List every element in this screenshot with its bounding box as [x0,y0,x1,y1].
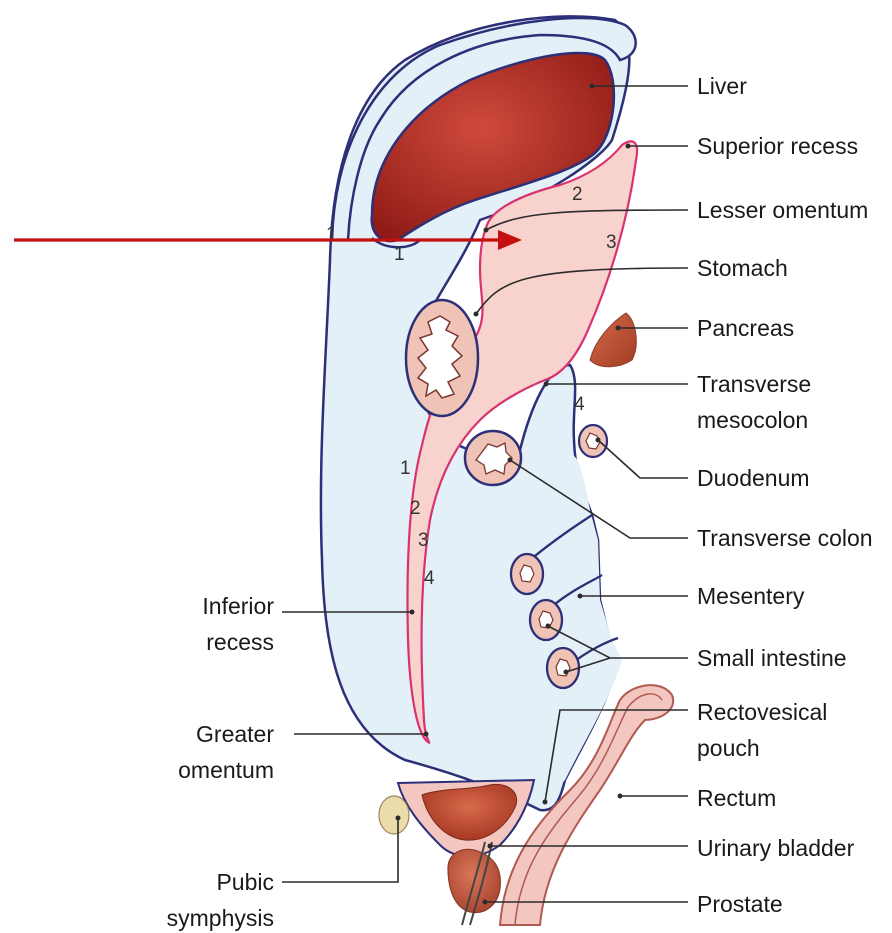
label-pubic-symphysis: Pubic [216,869,274,895]
layer-number: 1 [326,224,337,245]
label-liver: Liver [697,73,747,99]
label-duodenum: Duodenum [697,465,810,491]
label-transverse-mesocolon: Transverse [697,371,811,397]
layer-number: 2 [572,184,583,205]
label-greater-omentum: Greater [196,721,274,747]
layer-number: 1 [394,244,405,265]
label-prostate: Prostate [697,891,783,917]
label-transverse-mesocolon: mesocolon [697,407,808,433]
label-mesentery: Mesentery [697,583,805,609]
label-pubic-symphysis: symphysis [167,905,274,931]
layer-number: 4 [424,568,435,589]
label-greater-omentum: omentum [178,757,274,783]
pubic-symphysis [379,796,409,834]
label-transverse-colon: Transverse colon [697,525,873,551]
layer-number: 4 [574,394,585,415]
pancreas [590,313,636,367]
label-inferior-recess: Inferior [202,593,274,619]
label-small-intestine: Small intestine [697,645,847,671]
layer-number: 1 [400,458,411,479]
label-rectovesical-pouch: Rectovesical [697,699,827,725]
label-stomach: Stomach [697,255,788,281]
label-rectovesical-pouch: pouch [697,735,760,761]
layer-number: 2 [410,498,421,519]
label-lesser-omentum: Lesser omentum [697,197,868,223]
label-urinary-bladder: Urinary bladder [697,835,855,861]
label-superior-recess: Superior recess [697,133,858,159]
layer-number: 3 [606,232,617,253]
label-inferior-recess: recess [206,629,274,655]
layer-number: 3 [418,530,429,551]
label-pancreas: Pancreas [697,315,794,341]
label-rectum: Rectum [697,785,776,811]
